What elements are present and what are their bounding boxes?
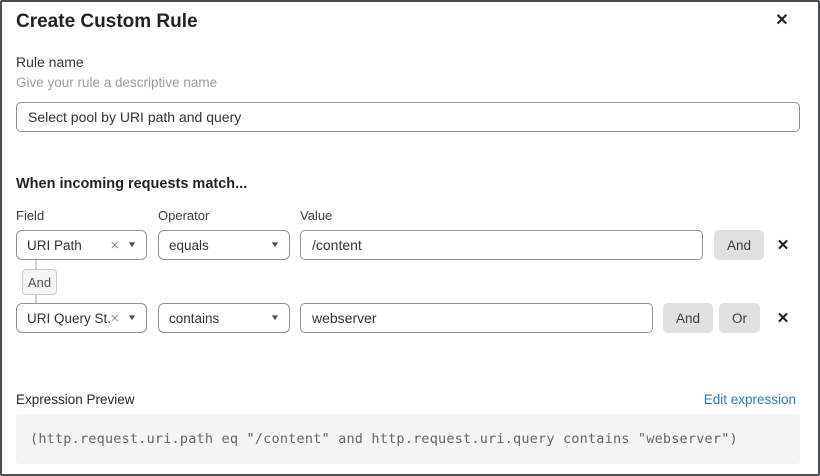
field-select-row1[interactable]: URI Path × ▼ <box>16 230 147 260</box>
clear-icon[interactable]: × <box>110 236 120 254</box>
chevron-down-icon: ▼ <box>269 313 281 322</box>
value-input-row2[interactable] <box>300 303 653 333</box>
column-label-field: Field <box>16 208 45 223</box>
operator-select-row1[interactable]: equals ▼ <box>158 230 290 260</box>
chevron-down-icon: ▼ <box>126 313 138 322</box>
close-icon[interactable]: ✕ <box>775 12 789 29</box>
operator-select-row2-value: contains <box>169 310 220 326</box>
field-select-row2-value: URI Query St... <box>27 310 111 326</box>
field-select-row1-value: URI Path <box>27 237 82 253</box>
connector-line-top <box>35 260 37 269</box>
remove-row1-icon[interactable]: ✕ <box>776 237 790 254</box>
connector-line-bottom <box>35 295 37 303</box>
clear-icon[interactable]: × <box>110 309 120 327</box>
dialog-title: Create Custom Rule <box>16 11 198 32</box>
remove-row2-icon[interactable]: ✕ <box>776 310 790 327</box>
rule-name-input[interactable] <box>16 102 800 132</box>
rule-name-label: Rule name <box>16 54 84 70</box>
field-select-row2[interactable]: URI Query St... × ▼ <box>16 303 147 333</box>
value-input-row1[interactable] <box>300 230 703 260</box>
connector-and-badge: And <box>22 269 57 295</box>
expression-preview-code: (http.request.uri.path eq "/content" and… <box>16 414 800 464</box>
or-button-row2[interactable]: Or <box>719 303 760 333</box>
edit-expression-link[interactable]: Edit expression <box>703 392 796 407</box>
operator-select-row1-value: equals <box>169 237 209 253</box>
expression-preview-label: Expression Preview <box>16 392 135 407</box>
match-section-heading: When incoming requests match... <box>16 176 248 192</box>
and-button-row1[interactable]: And <box>714 230 765 260</box>
chevron-down-icon: ▼ <box>269 240 281 249</box>
chevron-down-icon: ▼ <box>126 240 138 249</box>
rule-name-hint: Give your rule a descriptive name <box>16 75 218 90</box>
column-label-value: Value <box>300 208 333 223</box>
column-label-operator: Operator <box>158 208 210 223</box>
operator-select-row2[interactable]: contains ▼ <box>158 303 290 333</box>
and-button-row2[interactable]: And <box>663 303 714 333</box>
